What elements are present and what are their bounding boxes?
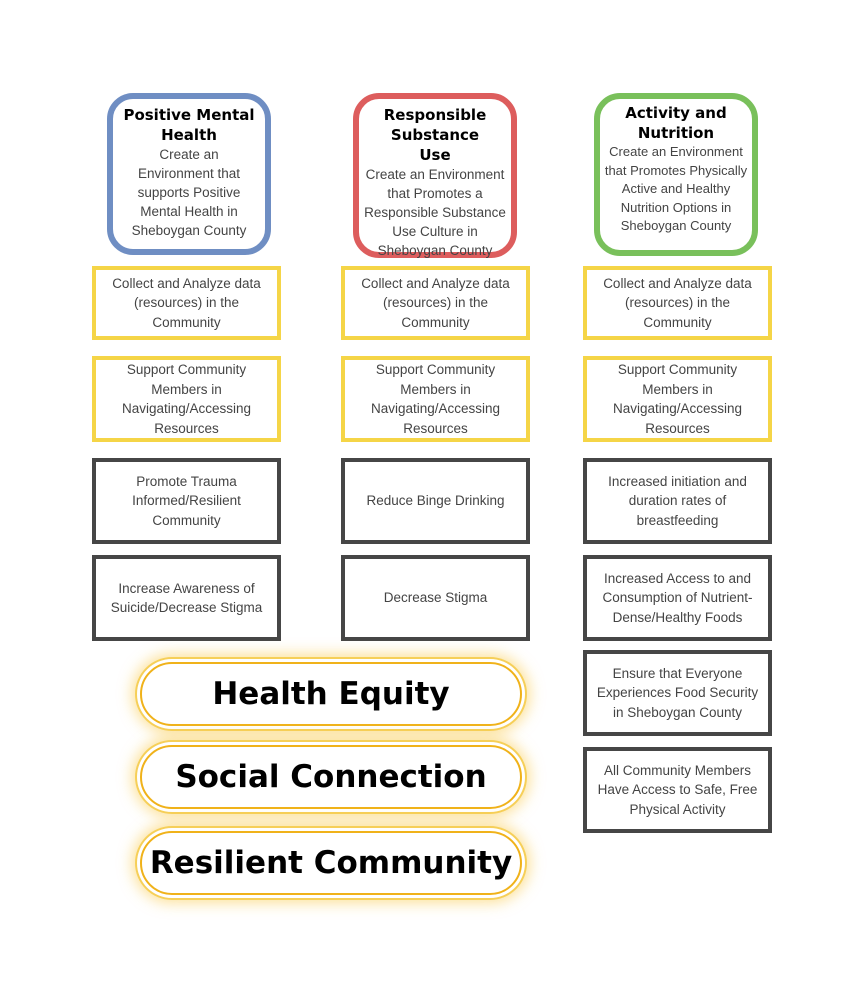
pillar-activity-and-nutrition: Activity and Nutrition Create an Environ… (594, 93, 758, 256)
shared-box-collect-data: Collect and Analyze data (resources) in … (341, 266, 530, 340)
goal-box: Increase Awareness of Suicide/Decrease S… (92, 555, 281, 641)
foundation-social-connection: Social Connection (140, 745, 522, 809)
goal-box: All Community Members Have Access to Saf… (583, 747, 772, 833)
pillar-description: Create an Environment that Promotes a Re… (364, 167, 506, 258)
goal-box: Increased Access to and Consumption of N… (583, 555, 772, 641)
shared-box-support-members: Support Community Members in Navigating/… (583, 356, 772, 442)
foundation-health-equity: Health Equity (140, 662, 522, 726)
pillar-description: Create an Environment that supports Posi… (131, 147, 247, 238)
shared-box-collect-data: Collect and Analyze data (resources) in … (583, 266, 772, 340)
pillar-title: Activity and Nutrition (625, 104, 727, 142)
shared-box-support-members: Support Community Members in Navigating/… (92, 356, 281, 442)
goal-box: Reduce Binge Drinking (341, 458, 530, 544)
pillar-title: Responsible Substance Use (383, 106, 487, 164)
shared-box-support-members: Support Community Members in Navigating/… (341, 356, 530, 442)
shared-box-collect-data: Collect and Analyze data (resources) in … (92, 266, 281, 340)
pillar-responsible-substance-use: Responsible Substance Use Create an Envi… (353, 93, 517, 258)
pillar-positive-mental-health: Positive Mental Health Create an Environ… (107, 93, 271, 255)
pillar-title: Positive Mental Health (123, 106, 255, 144)
goal-box: Ensure that Everyone Experiences Food Se… (583, 650, 772, 736)
goal-box: Promote Trauma Informed/Resilient Commun… (92, 458, 281, 544)
foundation-resilient-community: Resilient Community (140, 831, 522, 895)
goal-box: Decrease Stigma (341, 555, 530, 641)
goal-box: Increased initiation and duration rates … (583, 458, 772, 544)
pillar-description: Create an Environment that Promotes Phys… (604, 144, 748, 233)
